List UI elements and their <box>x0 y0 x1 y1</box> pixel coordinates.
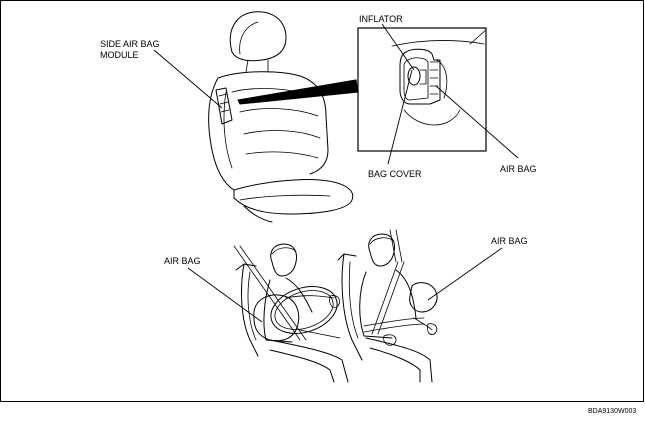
label-air-bag-passenger: AIR BAG <box>491 236 528 246</box>
passenger-illustration <box>337 229 438 383</box>
inflator-leader <box>381 23 415 71</box>
air-bag-passenger-leader <box>427 247 503 301</box>
label-side-air-bag-module-2: MODULE <box>100 50 139 60</box>
detail-callout-beam <box>237 79 359 105</box>
label-side-air-bag-module-1: SIDE AIR BAG <box>100 39 160 49</box>
seat-illustration <box>208 11 354 223</box>
label-air-bag-driver: AIR BAG <box>164 256 201 266</box>
passenger-air-bag-shape <box>409 282 438 313</box>
air-bag-driver-leader <box>187 267 263 323</box>
side-air-bag-module-shape <box>215 87 233 125</box>
air-bag-detail-leader <box>435 85 519 159</box>
detail-box <box>357 27 487 152</box>
figure-code: BDA9130W003 <box>588 408 636 415</box>
driver-air-bag-shape <box>253 294 300 342</box>
diagram-frame <box>0 0 644 402</box>
bag-cover-leader <box>387 69 413 165</box>
side-module-leader <box>153 49 223 109</box>
driver-illustration <box>233 243 349 383</box>
label-inflator: INFLATOR <box>359 14 403 24</box>
label-bag-cover: BAG COVER <box>368 169 422 179</box>
label-air-bag-detail: AIR BAG <box>500 164 537 174</box>
